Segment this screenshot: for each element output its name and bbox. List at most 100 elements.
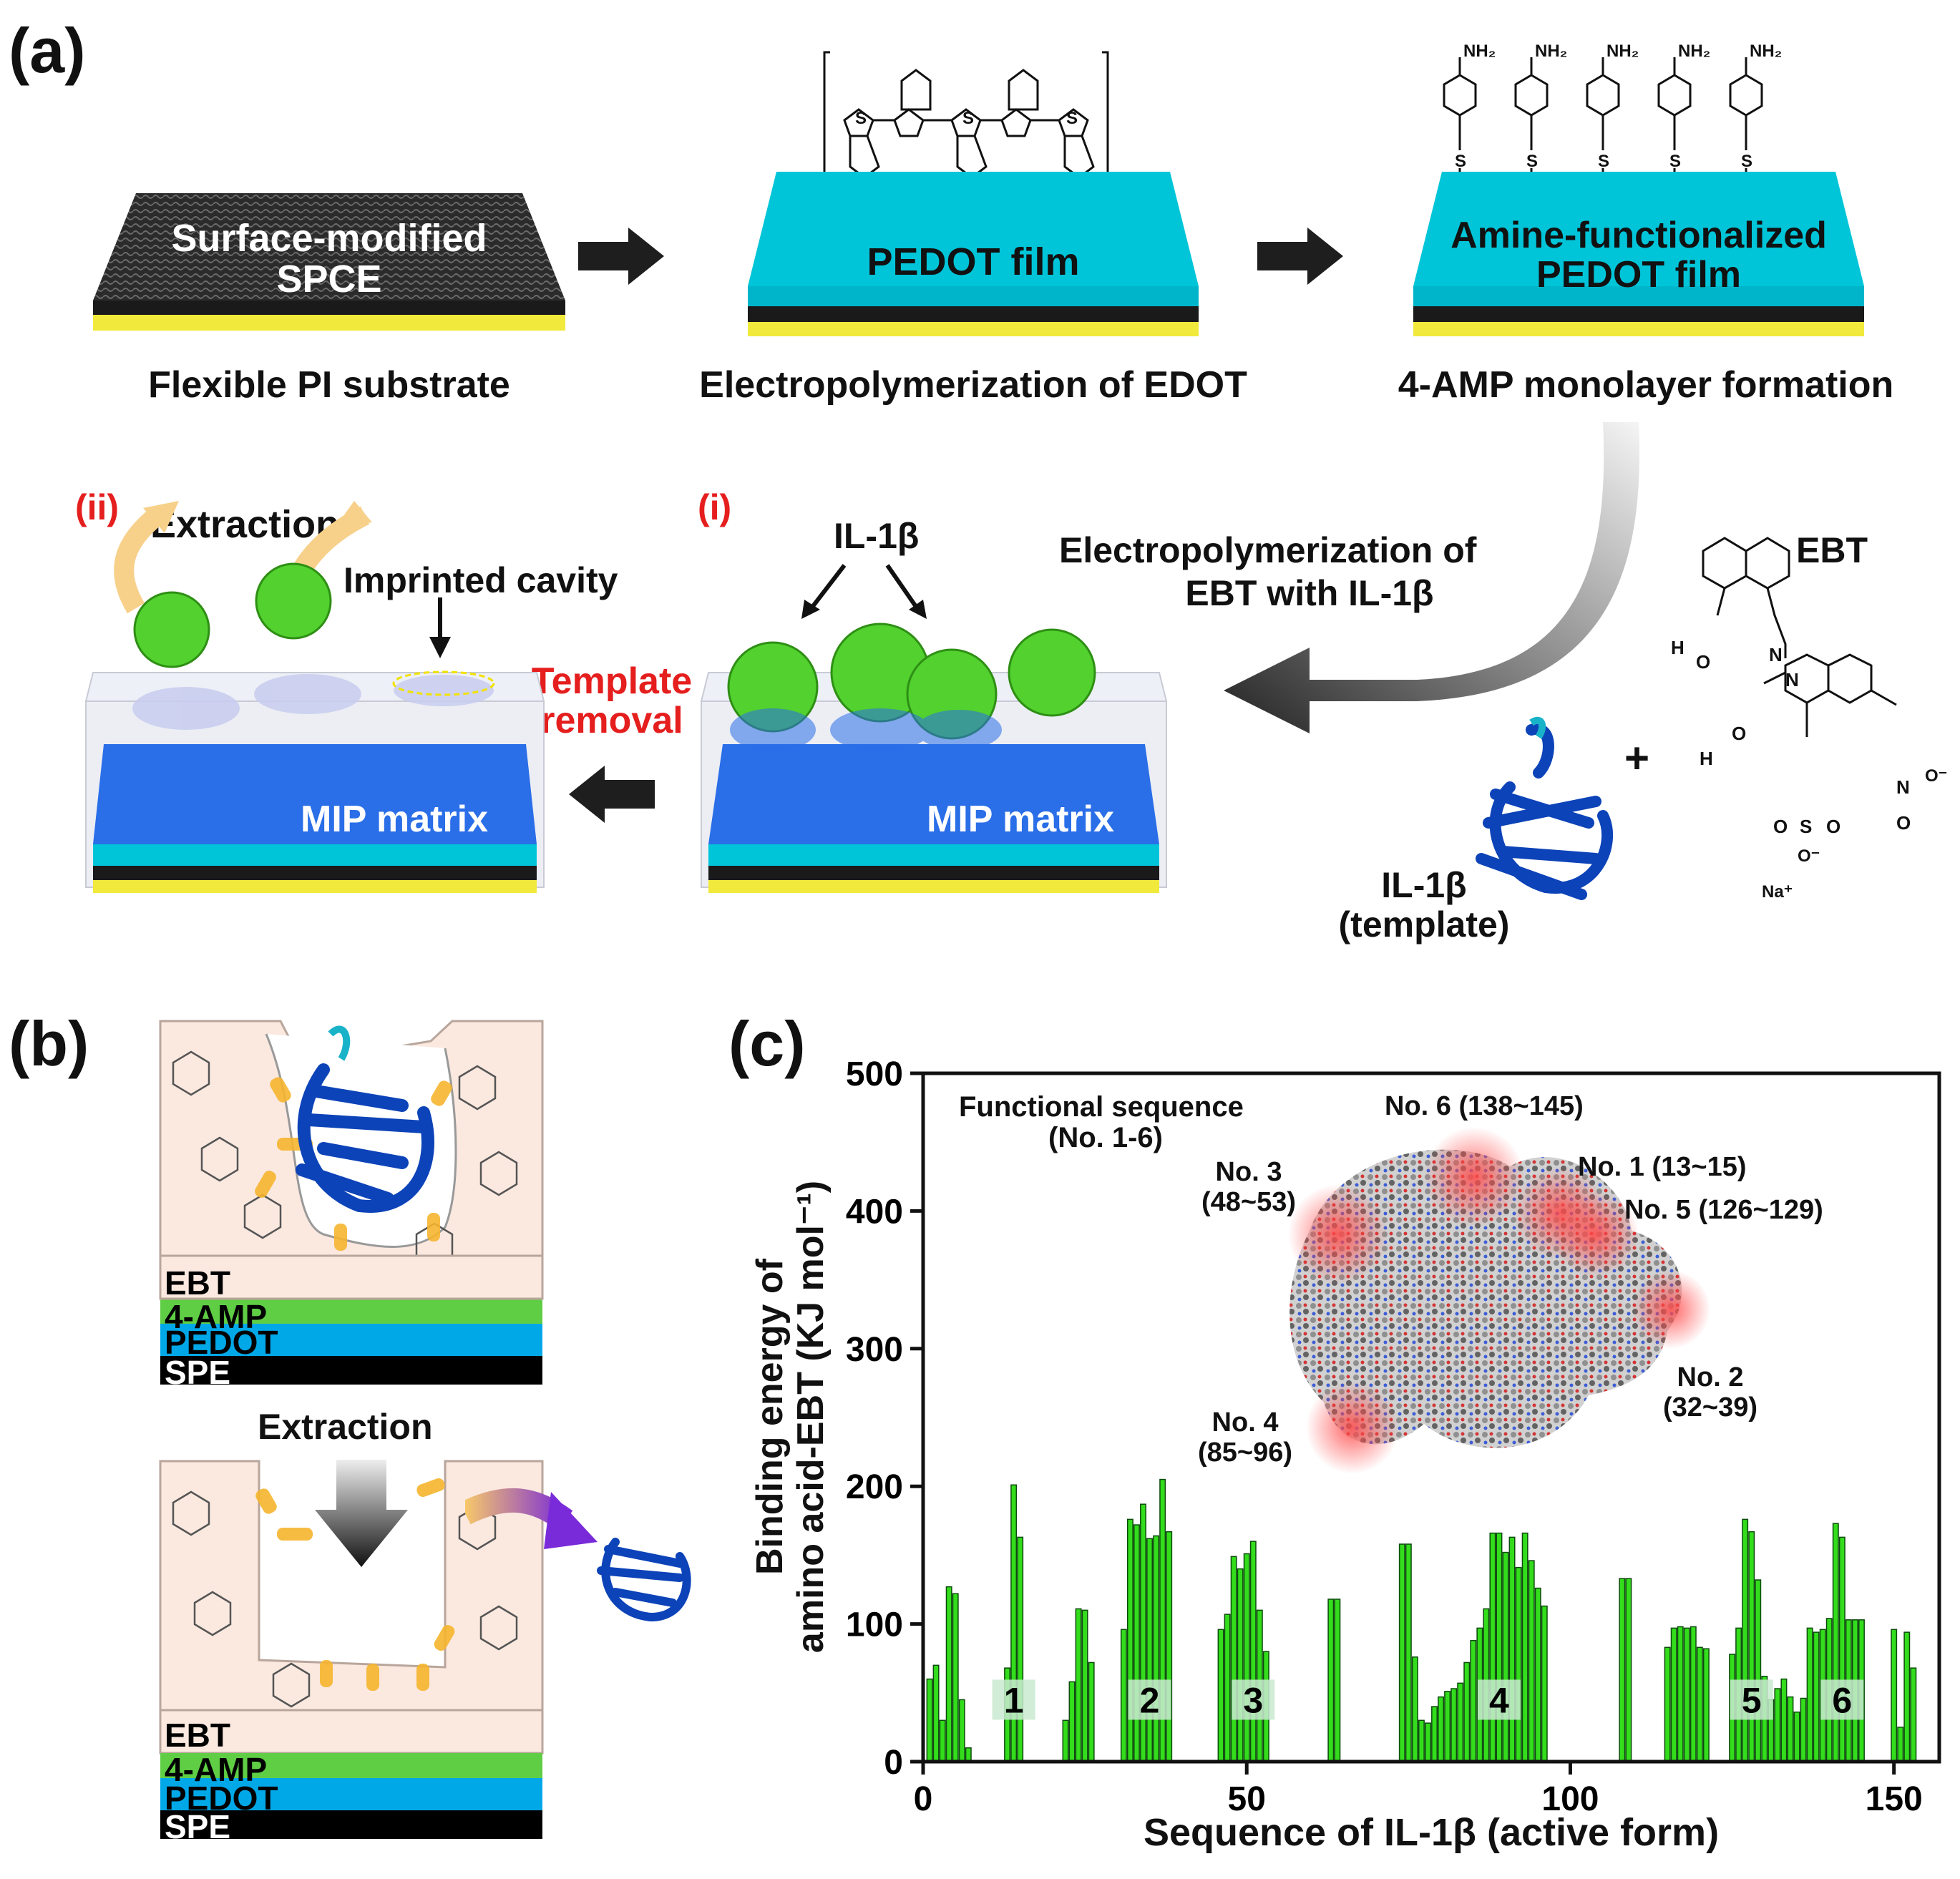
bar-residue-6 xyxy=(958,1699,965,1762)
step3-caption: 4-AMP monolayer formation xyxy=(1398,364,1894,406)
b-bottom-pedot-label: PEDOT xyxy=(165,1780,278,1817)
b-top-pedot-layer xyxy=(160,1324,542,1356)
y-tick-label-500: 500 xyxy=(846,1059,903,1093)
pedot-slab xyxy=(748,172,1199,336)
ebt-so-ominus: O⁻ xyxy=(1798,846,1820,866)
sequence-label-6: 6 xyxy=(1832,1680,1852,1720)
bar-residue-133 xyxy=(1780,1678,1788,1762)
bar-residue-64 xyxy=(1334,1599,1341,1762)
ebt-nitro-o1: O⁻ xyxy=(1925,766,1948,786)
annotation-no2-1: No. 2 xyxy=(1677,1362,1744,1392)
extraction-label-a: Extraction xyxy=(150,503,340,546)
mip-matrix-label-ii: MIP matrix xyxy=(301,799,489,840)
bar-residue-134 xyxy=(1787,1696,1794,1762)
bar-residue-31 xyxy=(1120,1629,1127,1762)
sequence-label-1: 1 xyxy=(1004,1680,1024,1720)
bar-residue-120 xyxy=(1696,1646,1703,1762)
sequence-label-box-1 xyxy=(992,1679,1035,1720)
x-tick-label-0: 0 xyxy=(914,1780,933,1818)
spce-text-line2: SPCE xyxy=(276,257,382,301)
arrow-right-1 xyxy=(578,228,664,285)
bar-residue-142 xyxy=(1838,1536,1846,1762)
released-protein xyxy=(465,1488,691,1622)
nh2-1: NH₂ xyxy=(1463,42,1496,61)
bar-residue-115 xyxy=(1664,1646,1671,1762)
sequence-label-3: 3 xyxy=(1243,1680,1263,1720)
bar-residue-93 xyxy=(1521,1532,1528,1762)
bar-residue-34 xyxy=(1140,1503,1146,1762)
template-label-2: (template) xyxy=(1338,904,1510,945)
panel-b-bottom-matrix xyxy=(159,1460,544,1839)
bar-residue-77 xyxy=(1418,1719,1425,1762)
cavity-pointer-arrow xyxy=(429,597,451,658)
bar-residue-48 xyxy=(1230,1556,1237,1762)
pedot-film-text: PEDOT film xyxy=(867,240,1080,283)
x-axis-title: Sequence of IL-1β (active form) xyxy=(1143,1811,1720,1854)
pedot-structure xyxy=(823,51,1109,204)
annotation-no3-1: No. 3 xyxy=(1215,1157,1282,1187)
bar-residue-1 xyxy=(926,1678,933,1762)
bar-residue-26 xyxy=(1088,1661,1095,1762)
bar-residue-129 xyxy=(1755,1579,1762,1762)
bar-residue-127 xyxy=(1742,1518,1749,1762)
arrow-left-mip xyxy=(569,766,655,823)
amine-pedot-slab xyxy=(1413,172,1864,336)
ebt-o-2: O xyxy=(1732,723,1747,744)
y-tick-label-400: 400 xyxy=(846,1193,903,1231)
bar-residue-92 xyxy=(1515,1566,1522,1762)
b-top-ebt-label: EBT xyxy=(165,1264,230,1302)
panel-b-top-matrix xyxy=(159,1020,544,1385)
bar-residue-4 xyxy=(945,1586,952,1762)
bar-residue-3 xyxy=(939,1719,946,1762)
ebt-so-o2: O xyxy=(1826,816,1841,837)
extraction-label-b: Extraction xyxy=(258,1407,433,1447)
bar-residue-2 xyxy=(932,1664,940,1762)
nh2-2: NH₂ xyxy=(1535,42,1568,61)
bar-residue-116 xyxy=(1670,1627,1677,1762)
bar-residue-132 xyxy=(1774,1688,1781,1762)
bar-residue-96 xyxy=(1541,1605,1548,1762)
bar-residue-109 xyxy=(1625,1578,1632,1762)
bar-residue-79 xyxy=(1431,1706,1438,1762)
il1b-label: IL-1β xyxy=(834,516,920,556)
mip-matrix-label-i: MIP matrix xyxy=(927,799,1115,840)
y-tick-label-200: 200 xyxy=(846,1468,903,1506)
ebt-so-o1: O xyxy=(1773,816,1788,837)
bar-residue-90 xyxy=(1502,1551,1509,1762)
x-tick-label-150: 150 xyxy=(1866,1780,1923,1818)
bar-residue-36 xyxy=(1153,1535,1160,1762)
ebt-na: Na⁺ xyxy=(1762,882,1793,902)
amp-s-1: S xyxy=(1455,152,1467,171)
ebt-nitro-n: N xyxy=(1896,776,1910,798)
sequence-label-2: 2 xyxy=(1140,1680,1160,1720)
il1b-template-protein xyxy=(1476,716,1614,900)
protein-molecular-model xyxy=(1288,1127,1710,1474)
ebt-n-2: N xyxy=(1785,669,1799,690)
bar-residue-23 xyxy=(1068,1681,1076,1762)
nh2-5: NH₂ xyxy=(1750,42,1783,61)
nh2-4: NH₂ xyxy=(1678,42,1711,61)
b-bottom-pedot-layer xyxy=(160,1778,542,1810)
bar-residue-151 xyxy=(1897,1727,1904,1762)
template-label-1: IL-1β xyxy=(1381,865,1467,905)
bar-residue-108 xyxy=(1619,1578,1626,1762)
x-tick-label-100: 100 xyxy=(1541,1780,1599,1818)
panel-b-bottom: EBT 4-AMP PEDOT SPE xyxy=(159,1460,544,1843)
bar-residue-81 xyxy=(1444,1691,1451,1762)
sequence-label-box-2 xyxy=(1128,1679,1171,1720)
annotation-no6: No. 6 (138~145) xyxy=(1385,1091,1584,1121)
sequence-label-5: 5 xyxy=(1742,1680,1762,1720)
template-removal-1: Template xyxy=(531,660,693,702)
imprinted-cavity-label: Imprinted cavity xyxy=(343,560,618,600)
arrow-right-2 xyxy=(1257,228,1343,285)
bar-residue-78 xyxy=(1425,1722,1431,1762)
bar-residue-136 xyxy=(1800,1697,1807,1762)
b-top-amp-label: 4-AMP xyxy=(165,1298,268,1335)
spce-slab xyxy=(93,193,565,331)
b-top-spe-layer xyxy=(160,1356,542,1385)
template-removal-2: removal xyxy=(540,699,683,741)
annotation-functional-2: (No. 1-6) xyxy=(1048,1122,1163,1153)
bar-residue-35 xyxy=(1146,1538,1154,1762)
sequence-label-box-4 xyxy=(1477,1679,1521,1720)
